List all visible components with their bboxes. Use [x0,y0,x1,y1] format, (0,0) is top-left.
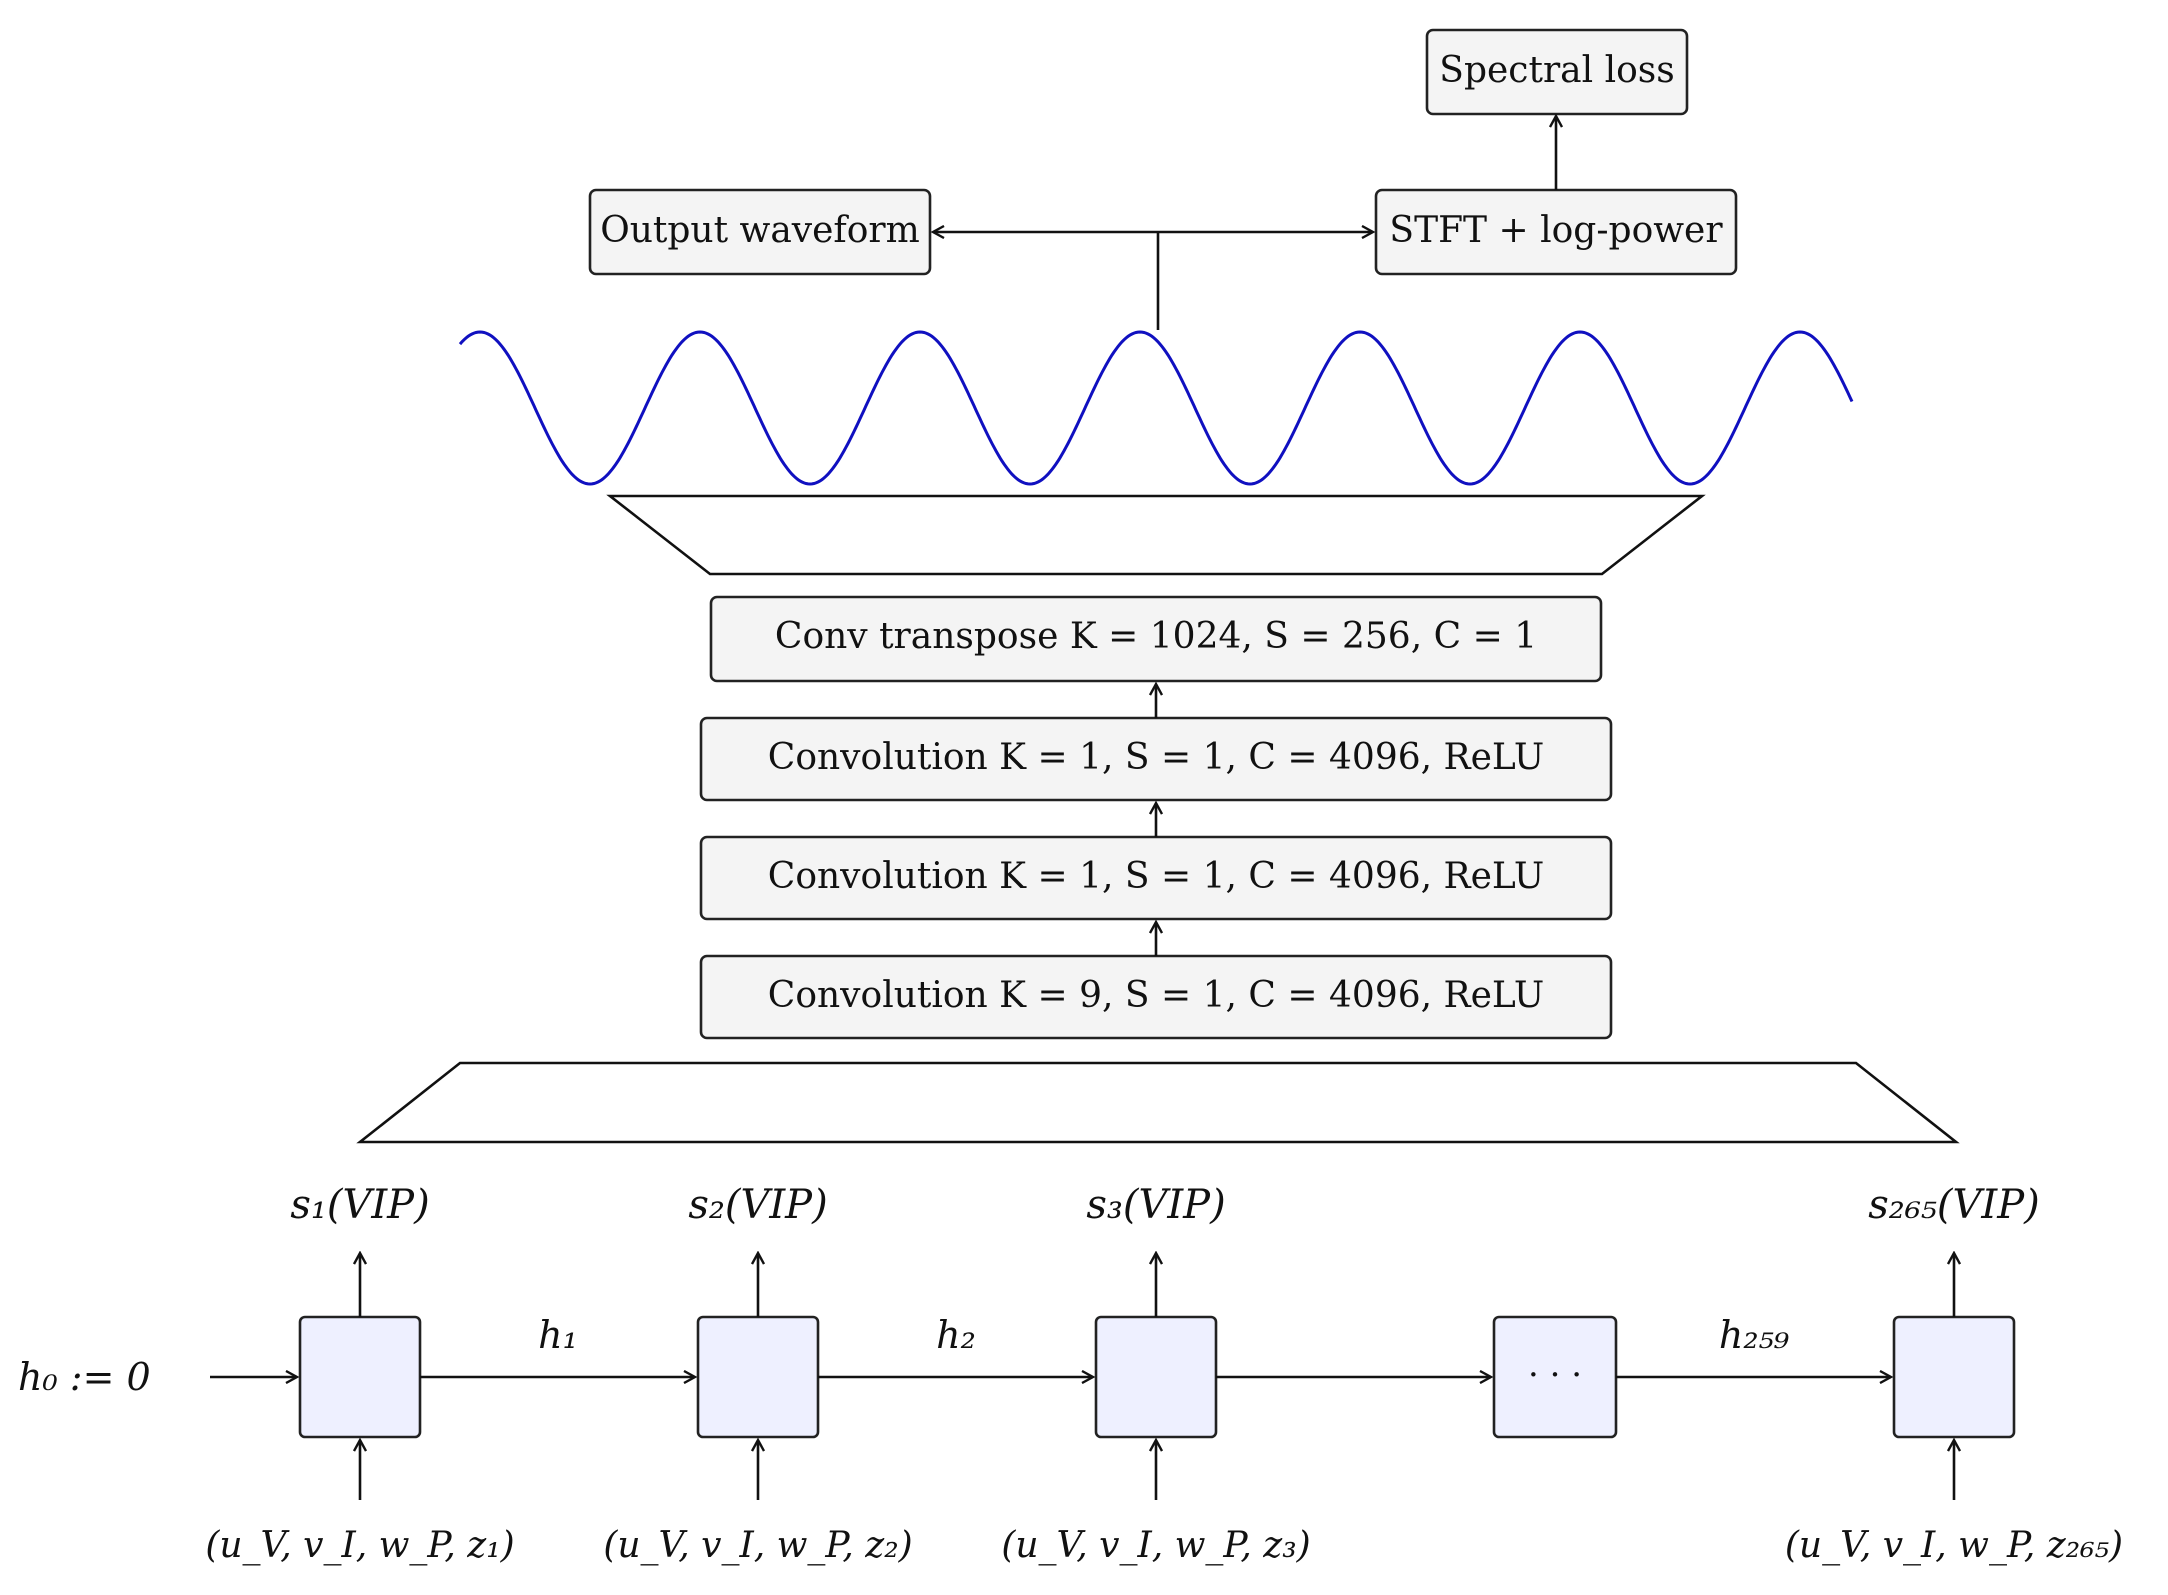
conv-transpose-label: Conv transpose K = 1024, S = 256, C = 1 [775,616,1537,657]
rnn-cell-3 [1094,1315,1218,1439]
input-label-3: (u_V, v_I, w_P, z₃) [1001,1525,1310,1566]
gather-trapezoid [356,1061,1960,1144]
h2-label: h₂ [936,1313,976,1357]
spectral-loss-label: Spectral loss [1439,50,1674,91]
conv2-box: Convolution K = 1, S = 1, C = 4096, ReLU [699,835,1613,921]
conv2-label: Convolution K = 1, S = 1, C = 4096, ReLU [768,856,1544,897]
stft-label: STFT + log-power [1389,210,1723,251]
output-label-1: s₁(VIP) [290,1182,429,1228]
input-label-1: (u_V, v_I, w_P, z₁) [205,1525,514,1566]
ellipsis-label: · · · [1528,1355,1582,1395]
conv1-box: Convolution K = 9, S = 1, C = 4096, ReLU [699,954,1613,1040]
h1-label: h₁ [538,1313,578,1357]
conv-transpose-box: Conv transpose K = 1024, S = 256, C = 1 [709,595,1603,683]
conv3-label: Convolution K = 1, S = 1, C = 4096, ReLU [768,737,1544,778]
stft-box: STFT + log-power [1374,188,1738,276]
output-waveform-label: Output waveform [600,210,920,251]
rnn-cell-1 [298,1315,422,1439]
h0-label: h₀ := 0 [18,1355,151,1399]
rnn-cell-265 [1892,1315,2016,1439]
conv3-box: Convolution K = 1, S = 1, C = 4096, ReLU [699,716,1613,802]
output-waveform-curve [458,330,1854,486]
rnn-cell-2 [696,1315,820,1439]
conv1-label: Convolution K = 9, S = 1, C = 4096, ReLU [768,975,1544,1016]
output-waveform-box: Output waveform [588,188,932,276]
h259-label: h₂₅₉ [1719,1313,1790,1357]
output-label-3: s₃(VIP) [1086,1182,1225,1228]
output-label-2: s₂(VIP) [688,1182,827,1228]
input-label-2: (u_V, v_I, w_P, z₂) [603,1525,912,1566]
input-label-265: (u_V, v_I, w_P, z₂₆₅) [1785,1525,2123,1566]
rnn-cell-ellipsis: · · · [1492,1315,1618,1439]
upsampling-trapezoid [606,494,1706,576]
output-label-265: s₂₆₅(VIP) [1868,1182,2039,1228]
spectral-loss-box: Spectral loss [1425,28,1689,116]
